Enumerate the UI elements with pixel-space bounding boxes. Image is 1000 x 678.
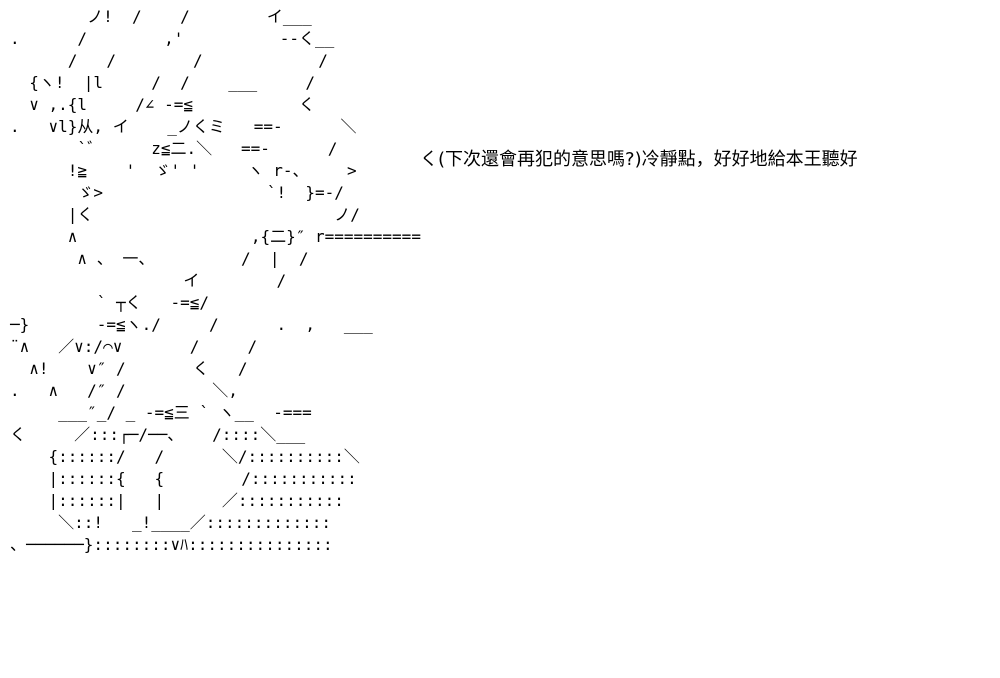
ascii-art-line: |く ノ/ xyxy=(10,205,360,224)
ascii-art-line: ∧ 、 一、 / | / xyxy=(10,249,309,268)
ascii-art-line: ∧! ∨″ / く / xyxy=(10,359,248,378)
ascii-art-line: イ / xyxy=(10,271,287,290)
ascii-art-line: 、──────}::::::::∨ﾊ::::::::::::::: xyxy=(10,535,333,554)
ascii-art-line: く ／:::┌─/──、 /::::＼___ xyxy=(10,425,306,444)
ascii-art-line: . / ,' --く__ xyxy=(10,29,335,48)
ascii-art-line: . ∧ /″ / ＼, xyxy=(10,381,238,400)
ascii-art-figure: ノ! / / イ___ . / ,' --く__ / / / / {ヽ! |l /… xyxy=(10,6,480,556)
ascii-art-line: ∨ ,.{l /∠ -=≦ く xyxy=(10,95,315,114)
ascii-art-line: {ヽ! |l / / ___ / xyxy=(10,73,315,92)
ascii-art-line: |::::::{ { /::::::::::: xyxy=(10,469,357,488)
ascii-art-line: / / / / xyxy=(10,51,328,70)
ascii-art-line: ¨∧ ／∨:/⌒∨ / / xyxy=(10,337,258,356)
ascii-art-line: ___″_/ _ -=≦三 ` ヽ__ -=== xyxy=(10,403,312,422)
ascii-art-line: ─} -=≦ヽ./ / . , ___ xyxy=(10,315,373,334)
ascii-art-line: !≧ ' ゞ' ' ヽ r-、 > xyxy=(10,161,357,180)
ascii-art-line: |::::::| | ／::::::::::: xyxy=(10,491,344,510)
ascii-art-line: ＼::! _!____／::::::::::::: xyxy=(10,513,331,532)
ascii-art-line: ∧ ,{二}″ r========== xyxy=(10,227,421,246)
ascii-art-line: ` ┬く -=≦/ xyxy=(10,293,210,312)
ascii-art-line: . ∨l}从, イ _ノくミ ==- ＼ xyxy=(10,117,357,136)
speech-line: く(下次還會再犯的意思嗎?)冷靜點，好好地給本王聽好 xyxy=(420,149,858,170)
ascii-art-line: `゛ z≦二.＼ ==- / xyxy=(10,139,338,158)
ascii-art-line: ゞ> `! }=-/ xyxy=(10,183,344,202)
ascii-art-line: ノ! / / イ___ xyxy=(10,7,312,26)
ascii-art-line: {::::::/ / ＼/::::::::::＼ xyxy=(10,447,360,466)
